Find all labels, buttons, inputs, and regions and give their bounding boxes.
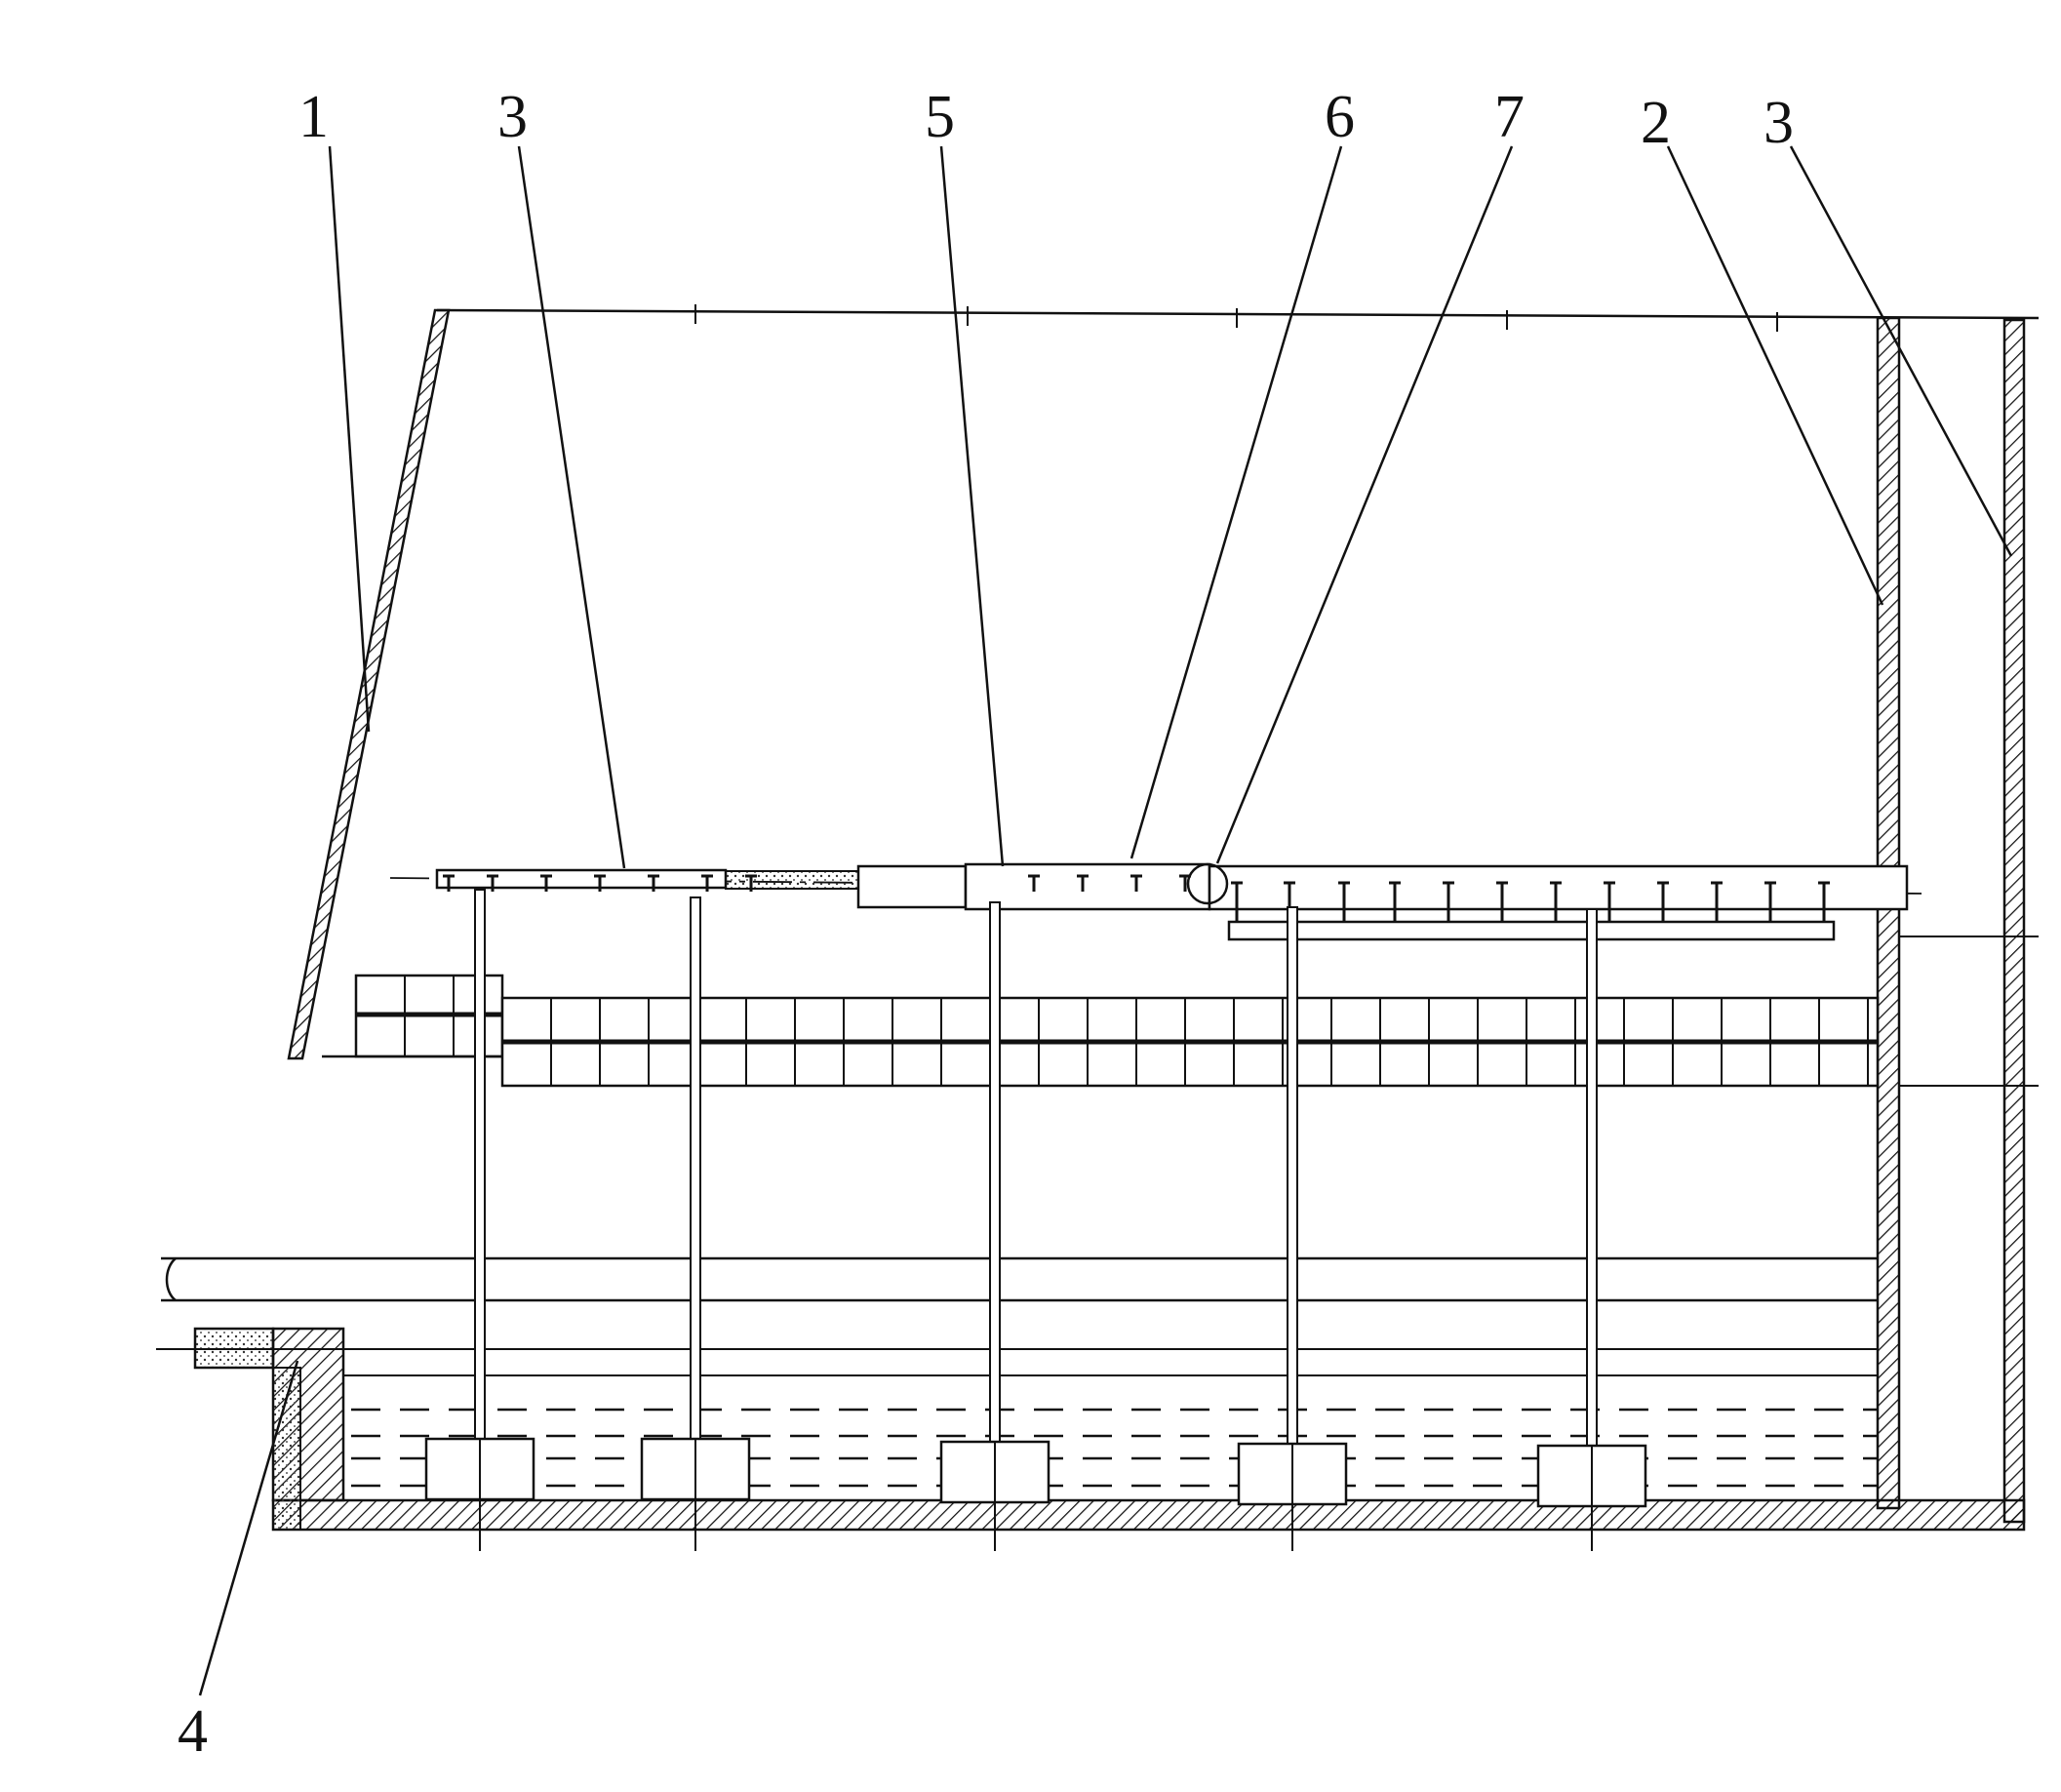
inlet-pipe <box>156 1256 1878 1350</box>
distribution-pipe <box>389 862 1922 941</box>
top-frame-line <box>436 304 2040 332</box>
support-posts <box>424 889 1647 1551</box>
callout-1: 1 <box>298 84 329 150</box>
water-level-lines <box>343 1374 1878 1488</box>
left-slanted-wall <box>287 308 451 1060</box>
callout-2: 2 <box>1641 90 1671 156</box>
callout-5: 5 <box>925 84 955 150</box>
basin-floor <box>271 1498 2026 1532</box>
callout-7: 7 <box>1494 84 1525 150</box>
basin-left-wall <box>193 1327 345 1531</box>
fill-media-block <box>322 974 1880 1088</box>
callout-4: 4 <box>178 1698 208 1765</box>
callout-6: 6 <box>1325 84 1355 150</box>
leader-lines <box>198 145 2013 1696</box>
outer-right-wall <box>2002 318 2026 1524</box>
inner-right-wall <box>1876 316 1901 1510</box>
right-reference-lines <box>1899 936 2039 1087</box>
callout-3a: 3 <box>497 84 528 150</box>
callout-3b: 3 <box>1764 90 1794 156</box>
